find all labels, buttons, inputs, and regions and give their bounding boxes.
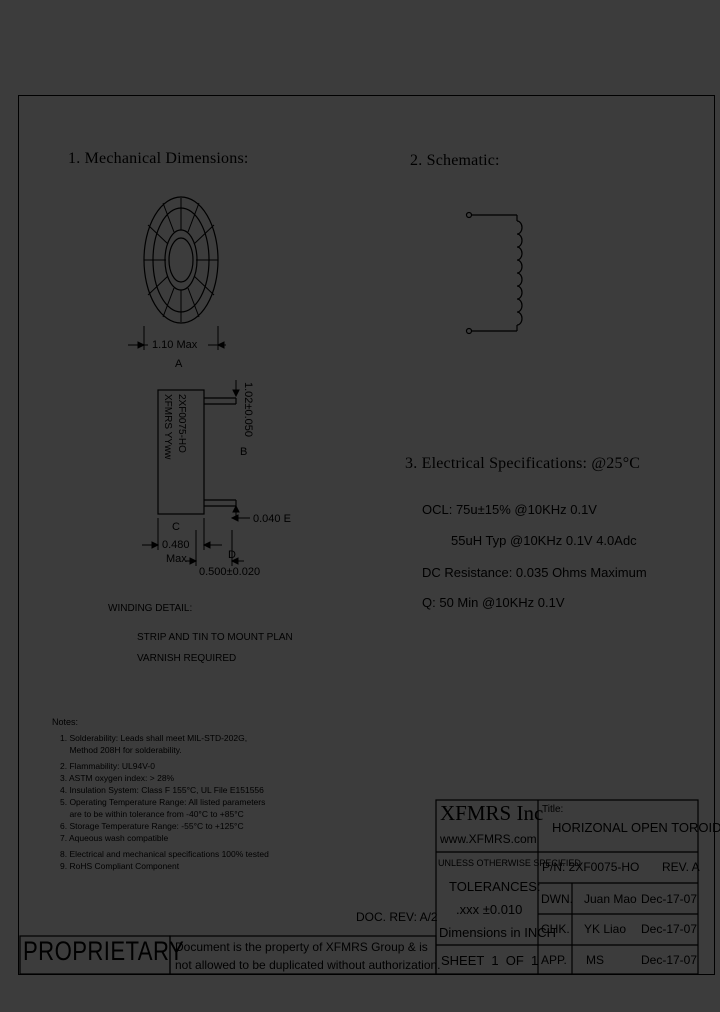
title-value: HORIZONAL OPEN TOROID: [552, 820, 720, 835]
winding-detail-title: WINDING DETAIL:: [108, 603, 193, 614]
tolerance-value: .xxx ±0.010: [456, 902, 523, 917]
note-item: 1. Solderability: Leads shall meet MIL-S…: [60, 733, 248, 743]
winding-detail-line-2: VARNISH REQUIRED: [137, 653, 237, 664]
dimension-c-label: C: [172, 521, 180, 533]
spec-ocl: OCL: 75u±15% @10KHz 0.1V: [422, 502, 597, 517]
part-number: P/N: 2XF0075-HO: [542, 860, 640, 874]
notes-title: Notes:: [52, 717, 79, 727]
dimension-c-max: Max: [166, 553, 187, 565]
marking-line-2: 2XF0075-HO: [176, 394, 187, 453]
proprietary-line-1: Document is the property of XFMRS Group …: [175, 940, 428, 954]
dimension-a-value: 1.10 Max: [152, 339, 198, 351]
dimension-b-label: B: [240, 446, 248, 458]
doc-revision: DOC. REV: A/2: [356, 910, 438, 924]
note-item: 8. Electrical and mechanical specificati…: [60, 849, 269, 859]
approved-name: MS: [586, 953, 604, 967]
proprietary-label: PROPRIETARY: [23, 936, 185, 966]
dimension-e-value: 0.040 E: [253, 513, 291, 525]
note-item: 3. ASTM oxygen index: > 28%: [60, 773, 175, 783]
approved-label: APP.: [541, 953, 567, 967]
spec-q-factor: Q: 50 Min @10KHz 0.1V: [422, 595, 565, 610]
toroid-top-view: [143, 196, 219, 324]
dimension-d-value: 0.500±0.020: [199, 566, 261, 578]
schematic-header: 2. Schematic:: [410, 152, 500, 169]
spec-dc-resistance: DC Resistance: 0.035 Ohms Maximum: [422, 565, 647, 580]
tolerance-title: TOLERANCES:: [449, 879, 541, 894]
note-item: 4. Insulation System: Class F 155°C, UL …: [60, 785, 264, 795]
notes-list: 1. Solderability: Leads shall meet MIL-S…: [60, 732, 269, 872]
mechanical-dimensions-header: 1. Mechanical Dimensions:: [68, 150, 249, 167]
note-item: 9. RoHS Compliant Component: [60, 861, 180, 871]
dimension-b-value: 1.02±0.050: [242, 382, 254, 437]
spec-inductance-bias: 55uH Typ @10KHz 0.1V 4.0Adc: [451, 533, 637, 548]
proprietary-line-2: not allowed to be duplicated without aut…: [175, 958, 441, 972]
sheet-count: SHEET 1 OF 1: [441, 953, 539, 968]
dimension-c-value: 0.480: [162, 539, 190, 551]
dimension-a-label: A: [175, 358, 183, 370]
checked-label: CHK.: [541, 922, 570, 936]
company-name: XFMRS Inc: [440, 801, 544, 825]
note-item: 2. Flammability: UL94V-0: [60, 761, 155, 771]
checked-date: Dec-17-07: [641, 922, 698, 936]
drawn-date: Dec-17-07: [641, 892, 698, 906]
revision: REV. A: [662, 860, 700, 874]
note-item: Method 208H for solderability.: [60, 745, 182, 755]
electrical-specs-header: 3. Electrical Specifications: @25°C: [405, 455, 641, 472]
note-item: 6. Storage Temperature Range: -55°C to +…: [60, 821, 244, 831]
checked-name: YK Liao: [584, 922, 627, 936]
tolerance-note: UNLESS OTHERWISE SPECIFIED: [438, 858, 581, 868]
approved-date: Dec-17-07: [641, 953, 698, 967]
title-block-grid: [435, 799, 699, 975]
marking-line-1: XFMRS YYww: [162, 394, 173, 460]
winding-detail-line-1: STRIP AND TIN TO MOUNT PLAN: [137, 632, 293, 643]
title-label: Title:: [542, 804, 564, 815]
note-item: 5. Operating Temperature Range: All list…: [60, 797, 266, 807]
note-item: are to be within tolerance from -40°C to…: [60, 809, 244, 819]
drawn-label: DWN.: [541, 892, 573, 906]
dimension-d-label: D: [228, 549, 236, 561]
company-website: www.XFMRS.com: [440, 832, 537, 846]
drawn-name: Juan Mao: [584, 892, 637, 906]
inductor-schematic: [465, 211, 523, 335]
note-item: 7. Aqueous wash compatible: [60, 833, 169, 843]
dimension-units: Dimensions in INCH: [439, 925, 557, 940]
